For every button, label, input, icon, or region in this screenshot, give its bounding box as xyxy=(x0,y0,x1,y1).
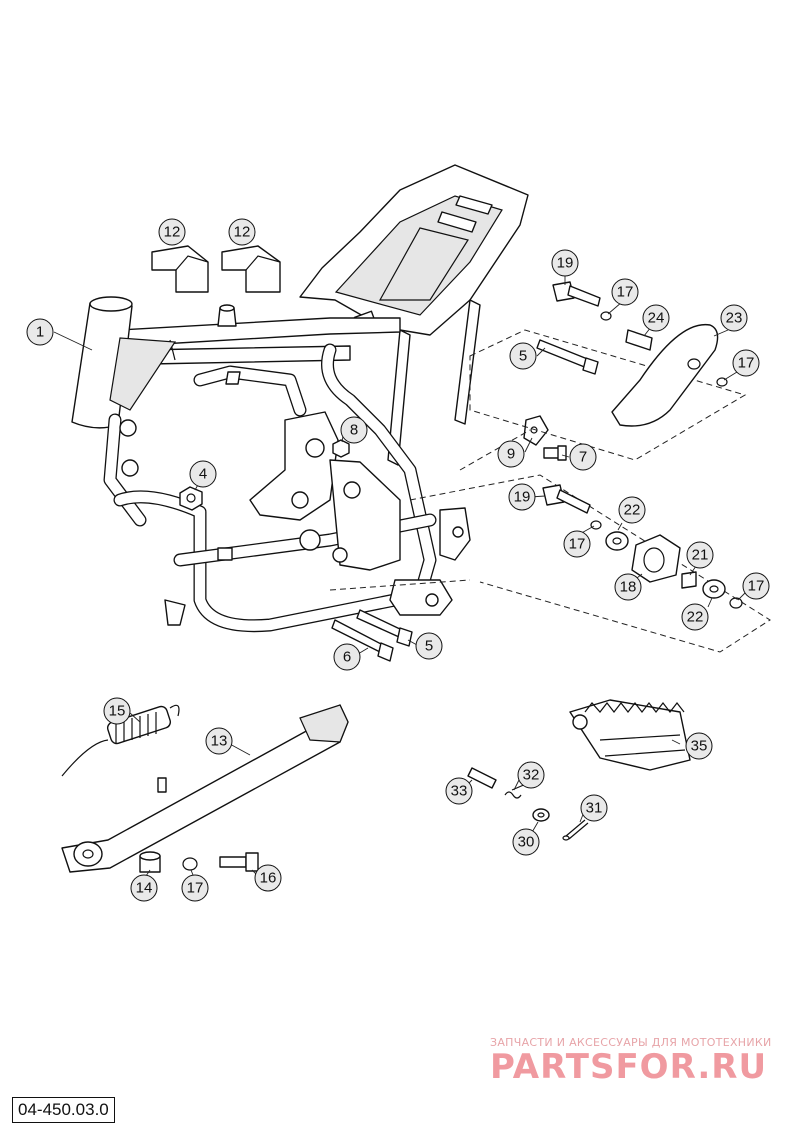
callout-31: 31 xyxy=(580,794,608,822)
callout-23: 23 xyxy=(720,304,748,332)
footpeg-assembly xyxy=(467,699,691,841)
svg-text:30: 30 xyxy=(518,834,535,851)
callout-22: 22 xyxy=(681,603,709,631)
callout-1: 1 xyxy=(26,318,54,346)
callout-17: 17 xyxy=(611,278,639,306)
callout-9: 9 xyxy=(497,440,525,468)
svg-text:6: 6 xyxy=(343,649,351,666)
callout-7: 7 xyxy=(569,443,597,471)
svg-text:14: 14 xyxy=(136,880,153,897)
svg-text:35: 35 xyxy=(691,738,708,755)
svg-text:18: 18 xyxy=(620,579,637,596)
callout-18: 18 xyxy=(614,573,642,601)
callout-17: 17 xyxy=(742,572,770,600)
callout-16: 16 xyxy=(254,864,282,892)
callout-33: 33 xyxy=(445,777,473,805)
callout-32: 32 xyxy=(517,761,545,789)
svg-text:23: 23 xyxy=(726,310,743,327)
callout-14: 14 xyxy=(130,874,158,902)
callout-5: 5 xyxy=(415,632,443,660)
diagram-reference-number: 04-450.03.0 xyxy=(12,1097,115,1123)
callout-15: 15 xyxy=(103,697,131,725)
footrest-mount-group xyxy=(329,281,771,653)
svg-text:17: 17 xyxy=(569,536,586,553)
svg-text:32: 32 xyxy=(523,767,540,784)
svg-text:9: 9 xyxy=(507,446,515,463)
callout-8: 8 xyxy=(340,416,368,444)
callout-13: 13 xyxy=(205,727,233,755)
svg-text:17: 17 xyxy=(617,284,634,301)
callout-12: 12 xyxy=(158,218,186,246)
svg-text:8: 8 xyxy=(350,422,358,439)
svg-text:33: 33 xyxy=(451,783,468,800)
callout-17: 17 xyxy=(181,874,209,902)
frame-guards-12 xyxy=(151,245,281,293)
callout-22: 22 xyxy=(618,496,646,524)
svg-text:5: 5 xyxy=(519,348,527,365)
callout-30: 30 xyxy=(512,828,540,856)
callout-24: 24 xyxy=(642,304,670,332)
svg-text:5: 5 xyxy=(425,638,433,655)
svg-text:22: 22 xyxy=(687,609,704,626)
svg-text:12: 12 xyxy=(164,224,181,241)
watermark-tagline: ЗАПЧАСТИ И АКСЕССУАРЫ ДЛЯ МОТОТЕХНИКИ xyxy=(490,1036,772,1049)
svg-text:24: 24 xyxy=(648,310,665,327)
svg-text:19: 19 xyxy=(557,255,574,272)
svg-text:17: 17 xyxy=(748,578,765,595)
svg-text:1: 1 xyxy=(36,324,44,341)
side-stand-assembly xyxy=(61,704,349,873)
svg-text:13: 13 xyxy=(211,733,228,750)
svg-text:7: 7 xyxy=(579,449,587,466)
svg-text:17: 17 xyxy=(738,355,755,372)
svg-text:12: 12 xyxy=(234,224,251,241)
callout-5: 5 xyxy=(509,342,537,370)
frame-assembly xyxy=(71,164,529,633)
watermark-brand: PARTSFOR.RU xyxy=(490,1047,767,1087)
callout-6: 6 xyxy=(333,643,361,671)
svg-text:17: 17 xyxy=(187,880,204,897)
svg-text:16: 16 xyxy=(260,870,277,887)
svg-text:19: 19 xyxy=(514,489,531,506)
svg-text:4: 4 xyxy=(199,466,207,483)
callout-17: 17 xyxy=(563,530,591,558)
svg-text:22: 22 xyxy=(624,502,641,519)
callout-21: 21 xyxy=(686,541,714,569)
callout-19: 19 xyxy=(551,249,579,277)
svg-text:15: 15 xyxy=(109,703,126,720)
callout-4: 4 xyxy=(189,460,217,488)
watermark: ЗАПЧАСТИ И АКСЕССУАРЫ ДЛЯ МОТОТЕХНИКИ PA… xyxy=(490,1036,772,1087)
callout-12: 12 xyxy=(228,218,256,246)
svg-text:21: 21 xyxy=(692,547,709,564)
callout-17: 17 xyxy=(732,349,760,377)
callout-35: 35 xyxy=(685,732,713,760)
callout-19: 19 xyxy=(508,483,536,511)
svg-text:31: 31 xyxy=(586,800,603,817)
